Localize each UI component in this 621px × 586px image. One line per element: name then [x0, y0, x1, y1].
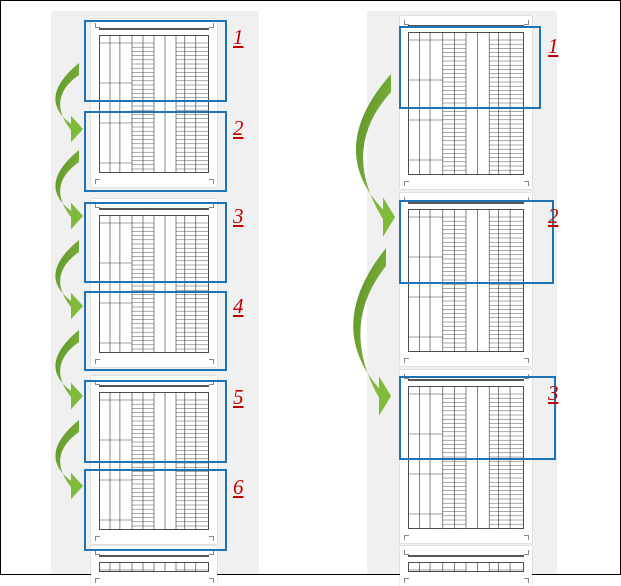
- crop-mark: [209, 359, 214, 364]
- crop-mark: [524, 20, 529, 25]
- right-flow-arrow-1: [355, 74, 395, 237]
- page-title-line: [99, 385, 209, 387]
- crop-mark: [95, 550, 100, 555]
- page-title-line: [99, 28, 209, 30]
- left-section-number-6: 6: [233, 475, 244, 499]
- left-selection-box-1: [84, 20, 227, 102]
- page-title-line: [99, 555, 209, 557]
- crop-mark: [524, 535, 529, 540]
- left-section-number-5: 5: [233, 385, 244, 409]
- left-section-number-4: 4: [233, 294, 244, 318]
- left-section-number-1: 1: [233, 25, 244, 49]
- crop-mark: [95, 578, 100, 583]
- left-page-1: [91, 19, 217, 187]
- crop-mark: [95, 380, 100, 385]
- crop-mark: [95, 23, 100, 28]
- crop-mark: [209, 536, 214, 541]
- left-flow-arrow-1: [55, 63, 83, 143]
- page-table: [408, 209, 524, 352]
- crop-mark: [95, 359, 100, 364]
- crop-mark: [209, 550, 214, 555]
- right-page-1: [400, 16, 532, 189]
- left-selection-box-3: [84, 202, 227, 283]
- page-table: [408, 32, 524, 175]
- page-title-line: [408, 555, 524, 557]
- crop-mark: [209, 23, 214, 28]
- crop-mark: [524, 578, 529, 583]
- right-page-2: [400, 193, 532, 366]
- page-table: [408, 562, 524, 572]
- page-title-line: [408, 379, 524, 381]
- crop-mark: [209, 179, 214, 184]
- crop-mark: [95, 536, 100, 541]
- crop-mark: [524, 550, 529, 555]
- page-title-line: [408, 202, 524, 204]
- crop-mark: [209, 380, 214, 385]
- page-table: [99, 35, 209, 173]
- page-table: [408, 386, 524, 529]
- left-flow-arrow-3: [55, 240, 83, 320]
- crop-mark: [524, 181, 529, 186]
- page-title-line: [99, 208, 209, 210]
- left-selection-box-5: [84, 380, 227, 463]
- right-selection-box-3: [399, 376, 556, 460]
- crop-mark: [209, 203, 214, 208]
- left-selection-box-6: [84, 469, 227, 551]
- crop-mark: [95, 179, 100, 184]
- right-page-3: [400, 370, 532, 543]
- left-flow-arrow-5: [55, 420, 83, 500]
- crop-mark: [95, 203, 100, 208]
- crop-mark: [524, 358, 529, 363]
- right-section-number-1: 1: [548, 34, 559, 58]
- left-flow-arrow-2: [55, 150, 83, 230]
- crop-mark: [404, 358, 409, 363]
- crop-mark: [404, 20, 409, 25]
- left-section-number-2: 2: [233, 116, 244, 140]
- right-section-number-2: 2: [548, 204, 559, 228]
- left-selection-box-4: [84, 291, 227, 371]
- crop-mark: [404, 181, 409, 186]
- right-flow-arrow-2: [353, 248, 391, 416]
- right-selection-box-2: [399, 200, 554, 284]
- right-selection-box-1: [399, 26, 541, 109]
- crop-mark: [404, 535, 409, 540]
- crop-mark: [404, 550, 409, 555]
- crop-mark: [404, 578, 409, 583]
- left-section-number-3: 3: [233, 204, 244, 228]
- page-table: [99, 562, 209, 572]
- left-flow-arrow-4: [55, 330, 83, 410]
- arrows-layer: [55, 63, 395, 500]
- left-selection-box-2: [84, 111, 227, 192]
- crop-mark: [209, 578, 214, 583]
- right-section-number-3: 3: [548, 381, 559, 405]
